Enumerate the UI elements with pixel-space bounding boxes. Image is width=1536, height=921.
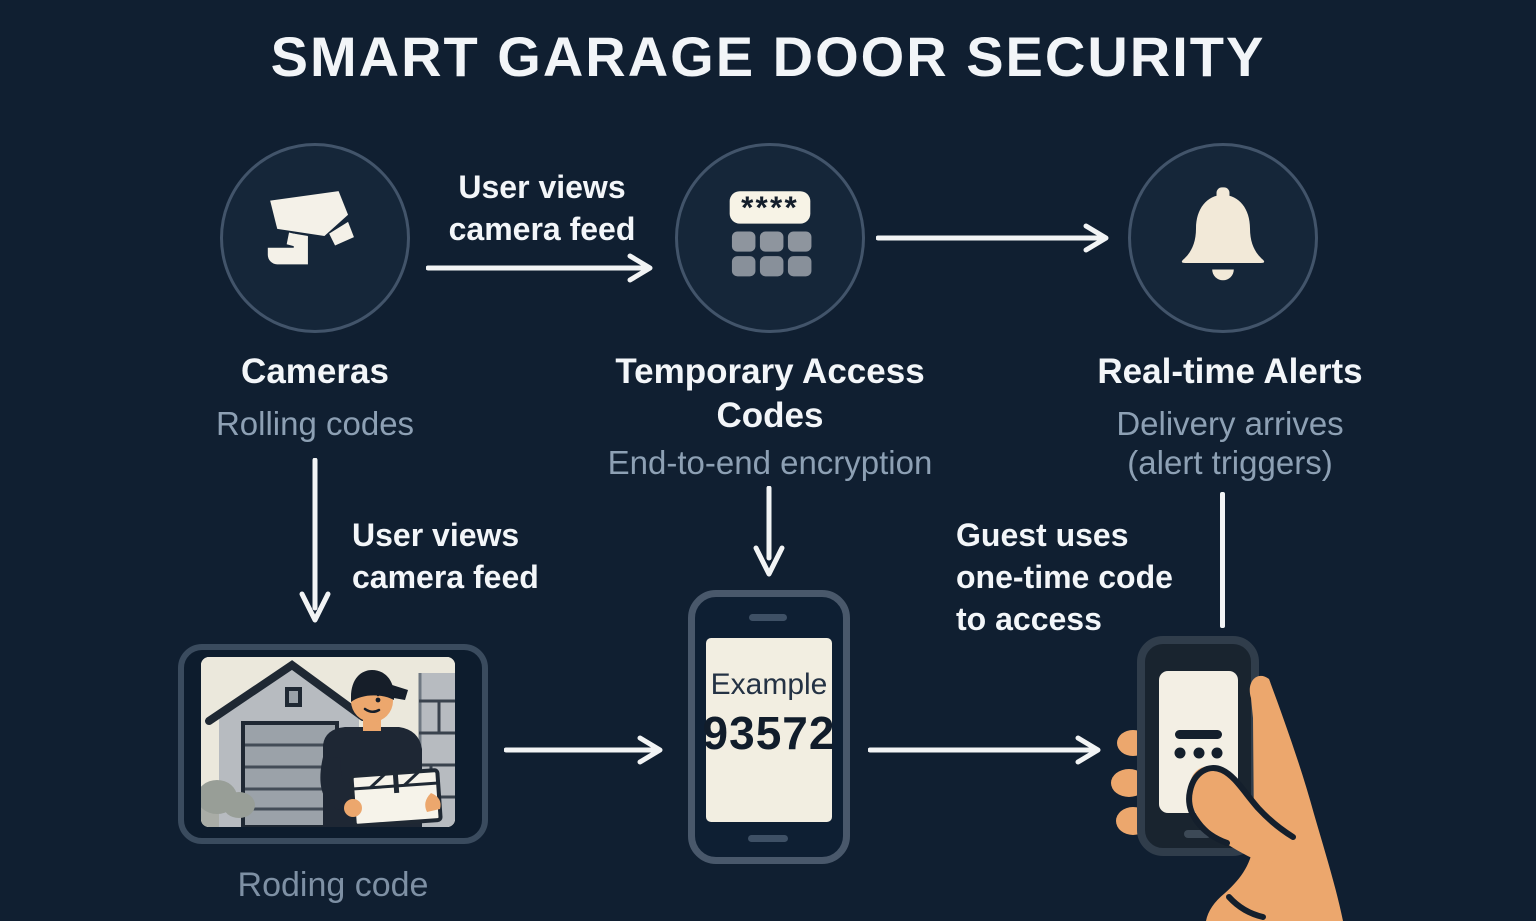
- code-phone: Example 93572: [688, 590, 850, 864]
- hand-palm: [1206, 675, 1343, 921]
- arrow-phone-to-guest: [868, 735, 1101, 765]
- alerts-label: Real-time Alerts: [1097, 352, 1363, 391]
- arrow-codes-to-alerts: [876, 223, 1109, 253]
- camera-feed-caption: Roding code: [237, 866, 429, 904]
- alerts-node-circle: [1128, 143, 1318, 333]
- phone-home-bar: [748, 835, 788, 842]
- edge-label-guest-uses-code: Guest uses one-time code to access: [956, 517, 1173, 637]
- edge-label-user-views-camera-feed-top: User views camera feed: [448, 169, 636, 247]
- cameras-label: Cameras: [241, 352, 389, 391]
- svg-text:****: ****: [741, 190, 799, 225]
- one-time-code-value: 93572: [702, 707, 836, 759]
- arrow-codes-to-phone: [753, 486, 785, 577]
- keypad-icon: ****: [714, 180, 826, 297]
- app-dash-line: [1175, 730, 1222, 739]
- cameras-node-circle: [220, 143, 410, 333]
- camera-feed-screen: [201, 657, 455, 827]
- access-codes-node-circle: ****: [675, 143, 865, 333]
- arrow-cameras-to-codes: [426, 253, 653, 283]
- access-codes-sublabel: End-to-end encryption: [607, 444, 933, 481]
- arrow-cameras-to-feed: [299, 458, 331, 623]
- bell-icon: [1169, 182, 1277, 295]
- code-phone-screen: Example 93572: [703, 638, 834, 822]
- guest-hand-with-phone: [1111, 636, 1343, 921]
- edge-label-user-views-camera-feed-mid: User views camera feed: [352, 517, 539, 595]
- line-alerts-to-guest-phone: [1220, 492, 1225, 628]
- phone-speaker-slot: [749, 614, 787, 621]
- cctv-camera-icon: [256, 177, 374, 300]
- camera-feed-device: [178, 644, 488, 844]
- hand-thumb: [1189, 766, 1286, 866]
- alerts-sublabel: Delivery arrives (alert triggers): [1116, 405, 1344, 481]
- arrow-feed-to-phone: [504, 735, 663, 765]
- access-codes-label: Temporary Access Codes: [615, 352, 925, 435]
- code-phone-header: Example: [710, 668, 828, 701]
- camera-feed-illustration: [201, 657, 455, 827]
- page-title: SMART GARAGE DOOR SECURITY: [270, 25, 1266, 88]
- cameras-sublabel: Rolling codes: [215, 405, 415, 442]
